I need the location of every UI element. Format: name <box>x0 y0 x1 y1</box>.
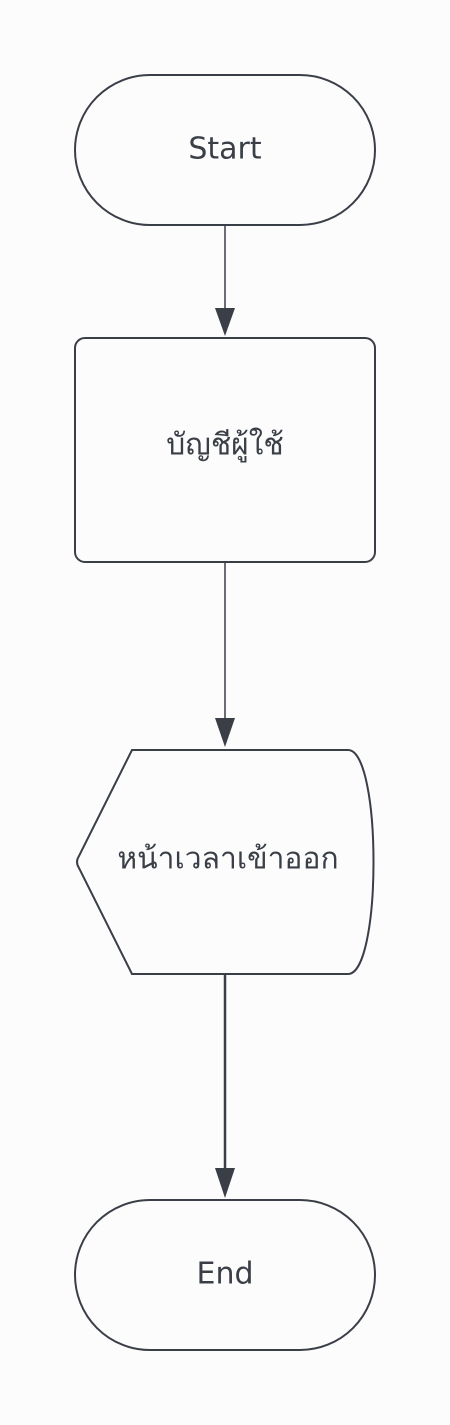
connector-display-to-end <box>215 975 235 1198</box>
end-terminator-shape <box>74 1199 376 1351</box>
account-label: บัญชีผู้ใช้ <box>166 428 284 463</box>
arrowhead-icon <box>215 1168 235 1198</box>
process-rectangle-shape <box>74 337 376 563</box>
end-label: End <box>196 1257 253 1292</box>
connector-account-to-display <box>215 563 235 747</box>
start-node[interactable]: Start <box>74 74 376 226</box>
display-shape <box>76 749 375 975</box>
time-display-label: หน้าเวลาเข้าออก <box>117 842 338 877</box>
arrowhead-icon <box>215 718 235 747</box>
end-node[interactable]: End <box>74 1199 376 1351</box>
account-process-node[interactable]: บัญชีผู้ใช้ <box>74 337 376 563</box>
arrowhead-icon <box>215 308 235 336</box>
time-display-node[interactable]: หน้าเวลาเข้าออก <box>76 749 375 975</box>
start-terminator-shape <box>74 74 376 226</box>
start-label: Start <box>188 132 262 167</box>
connector-start-to-account <box>215 226 235 336</box>
